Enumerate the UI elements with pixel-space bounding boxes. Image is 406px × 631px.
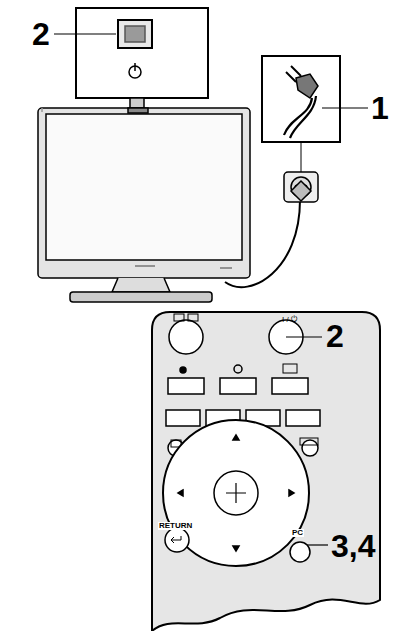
callout-number: 2: [32, 18, 50, 50]
tv-set: [38, 8, 368, 302]
callout-number: 1: [371, 92, 389, 124]
callout-number: 3,4: [331, 530, 375, 562]
button-label: PC: [291, 529, 304, 537]
button-label: RETURN: [158, 522, 193, 530]
svg-text:I / ⏻: I / ⏻: [282, 315, 298, 324]
remote-control: I / ⏻: [152, 312, 380, 631]
callout-number: 2: [326, 320, 344, 352]
